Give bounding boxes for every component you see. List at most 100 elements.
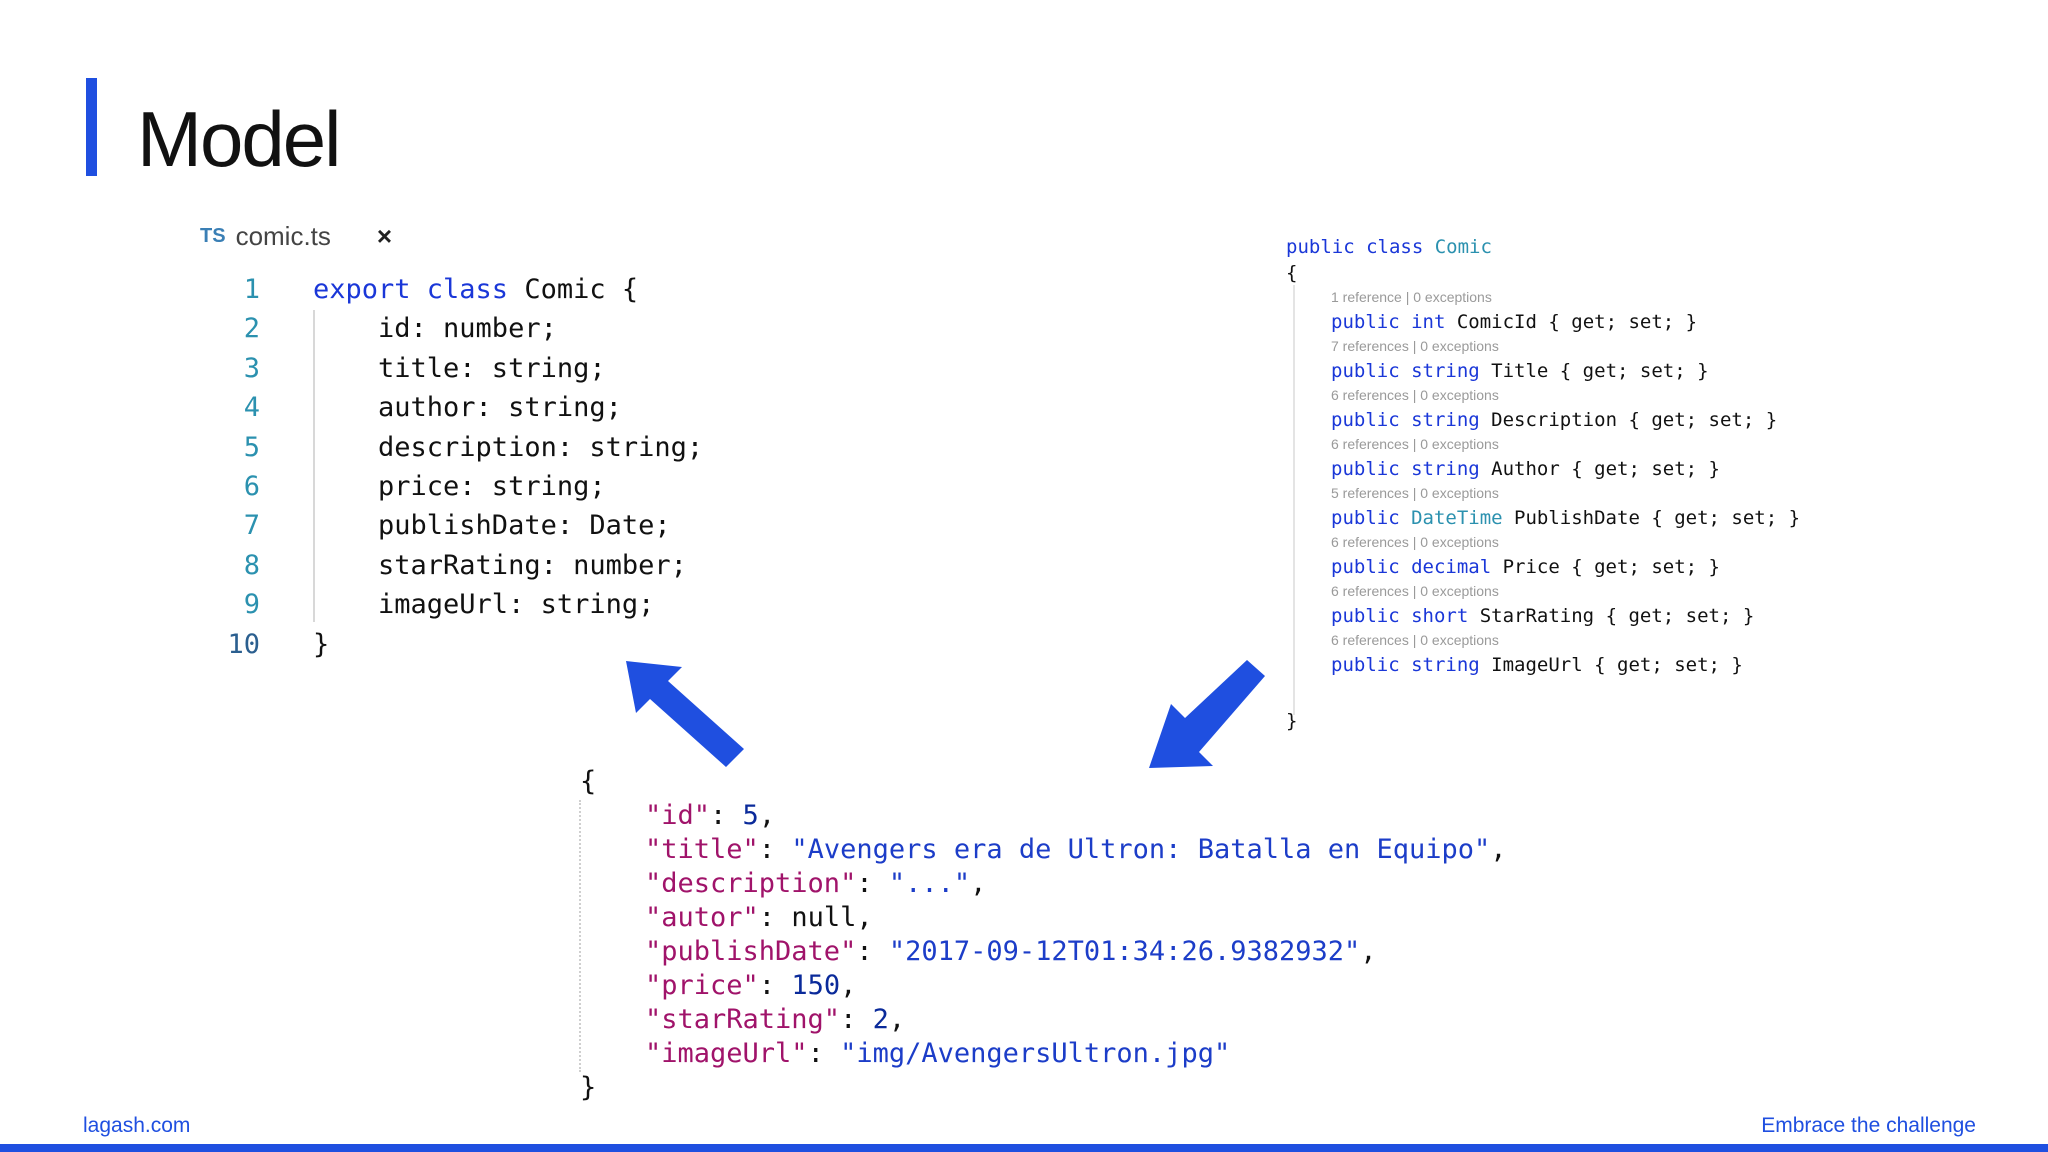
property-declaration: public string Description { get; set; }	[1331, 407, 1800, 433]
json-entry: "imageUrl": "img/AvengersUltron.jpg"	[645, 1038, 1231, 1069]
property-text: Price { get; set; }	[1491, 556, 1720, 578]
json-key: "price"	[645, 970, 759, 1001]
code-text: price: string;	[313, 470, 606, 502]
json-entry: "price": 150,	[645, 970, 857, 1001]
property-declaration: public string ImageUrl { get; set; }	[1331, 652, 1800, 678]
json-key: "publishDate"	[645, 936, 857, 967]
line-number: 8	[243, 549, 260, 581]
json-close-brace: }	[580, 1072, 597, 1103]
keyword: public	[1331, 409, 1400, 431]
editor-tab-comic-ts[interactable]: TS comic.ts ×	[200, 218, 392, 254]
line-number: 5	[243, 431, 260, 463]
json-entry: "id": 5,	[645, 800, 776, 831]
json-key: "starRating"	[645, 1004, 841, 1035]
json-key: "autor"	[645, 902, 759, 933]
json-key: "description"	[645, 868, 857, 899]
footer-website[interactable]: lagash.com	[83, 1114, 191, 1137]
keyword: public	[1331, 311, 1400, 333]
codelens-references: 6 references | 0 exceptions	[1331, 387, 1499, 403]
json-comma: ,	[758, 800, 776, 831]
codelens-references: 7 references | 0 exceptions	[1331, 338, 1499, 354]
property-text: Author { get; set; }	[1479, 458, 1720, 480]
code-line: 10}	[220, 625, 703, 664]
json-comma: ,	[840, 970, 857, 1001]
codelens-references: 6 references | 0 exceptions	[1331, 583, 1499, 599]
property-text: StarRating { get; set; }	[1468, 605, 1755, 627]
type-name: string	[1411, 458, 1480, 480]
json-comma: ,	[856, 902, 873, 933]
code-line: 7 publishDate: Date;	[220, 506, 703, 545]
code-text: publishDate: Date;	[313, 510, 671, 542]
title-accent-bar	[86, 78, 97, 176]
json-value: "Avengers era de Ultron: Batalla en Equi…	[791, 834, 1491, 865]
keyword: export class	[313, 274, 509, 305]
json-value: "img/AvengersUltron.jpg"	[840, 1038, 1231, 1069]
property-declaration: public string Title { get; set; }	[1331, 358, 1800, 384]
code-text: imageUrl: string;	[313, 589, 655, 621]
code-line: 8 starRating: number;	[220, 546, 703, 585]
footer-tagline: Embrace the challenge	[1761, 1114, 1976, 1137]
code-text: description: string;	[313, 431, 704, 463]
code-text: Comic {	[508, 274, 639, 305]
slide-title: Model	[137, 95, 341, 183]
json-entry: "description": "...",	[645, 868, 987, 899]
type-name: string	[1411, 360, 1480, 382]
type-name: decimal	[1411, 556, 1492, 578]
typescript-file-icon: TS	[200, 224, 226, 247]
json-comma: ,	[1360, 936, 1377, 967]
json-value: null	[791, 902, 857, 933]
csharp-code-block: public class Comic{1 reference | 0 excep…	[1286, 234, 1800, 734]
line-number: 4	[243, 392, 260, 424]
code-text: author: string;	[313, 392, 622, 424]
property-text: ComicId { get; set; }	[1445, 311, 1698, 333]
property-text: Description { get; set; }	[1479, 409, 1778, 431]
blank-line	[1286, 678, 1800, 708]
codelens-references: 6 references | 0 exceptions	[1331, 436, 1499, 452]
indent-guide	[313, 310, 315, 622]
code-line: 5 description: string;	[220, 428, 703, 467]
cs-indent-guide	[1293, 285, 1295, 715]
codelens-references: 5 references | 0 exceptions	[1331, 485, 1499, 501]
json-value: 5	[742, 800, 759, 831]
codelens-references: 6 references | 0 exceptions	[1331, 534, 1499, 550]
open-brace: {	[1286, 262, 1298, 284]
property-declaration: public DateTime PublishDate { get; set; …	[1331, 505, 1800, 531]
class-name: Comic	[1434, 236, 1492, 258]
json-key: "id"	[645, 800, 711, 831]
json-entry: "autor": null,	[645, 902, 873, 933]
json-value: "..."	[888, 868, 971, 899]
json-key: "imageUrl"	[645, 1038, 808, 1069]
line-number: 1	[243, 274, 260, 305]
json-indent-guide	[579, 800, 583, 1072]
property-text: Title { get; set; }	[1479, 360, 1709, 382]
bottom-accent-bar	[0, 1144, 2048, 1152]
line-number: 3	[243, 352, 260, 384]
code-text: title: string;	[313, 352, 606, 384]
property-declaration: public decimal Price { get; set; }	[1331, 554, 1800, 580]
type-name: int	[1411, 311, 1446, 333]
type-name: DateTime	[1411, 507, 1503, 529]
code-line: 3 title: string;	[220, 349, 703, 388]
code-line: 6 price: string;	[220, 467, 703, 506]
property-declaration: public short StarRating { get; set; }	[1331, 603, 1800, 629]
json-entry: "starRating": 2,	[645, 1004, 906, 1035]
json-value: 2	[872, 1004, 889, 1035]
json-comma: ,	[970, 868, 987, 899]
code-text: }	[313, 628, 330, 660]
json-comma: ,	[888, 1004, 906, 1035]
json-entry: "title": "Avengers era de Ultron: Batall…	[645, 834, 1507, 865]
code-line: 2 id: number;	[220, 309, 703, 348]
json-value: 150	[791, 970, 841, 1001]
type-name: string	[1411, 654, 1480, 676]
close-icon[interactable]: ×	[376, 220, 393, 251]
keyword: public	[1331, 556, 1400, 578]
keyword: public	[1331, 605, 1400, 627]
json-key: "title"	[645, 834, 759, 865]
keyword: public	[1331, 654, 1400, 676]
class-declaration: public class Comic	[1286, 234, 1800, 260]
property-text: ImageUrl { get; set; }	[1479, 654, 1743, 676]
type-name: short	[1411, 605, 1469, 627]
tab-filename: comic.ts	[235, 220, 331, 251]
line-number: 6	[243, 470, 260, 502]
json-entry: "publishDate": "2017-09-12T01:34:26.9382…	[645, 936, 1377, 967]
